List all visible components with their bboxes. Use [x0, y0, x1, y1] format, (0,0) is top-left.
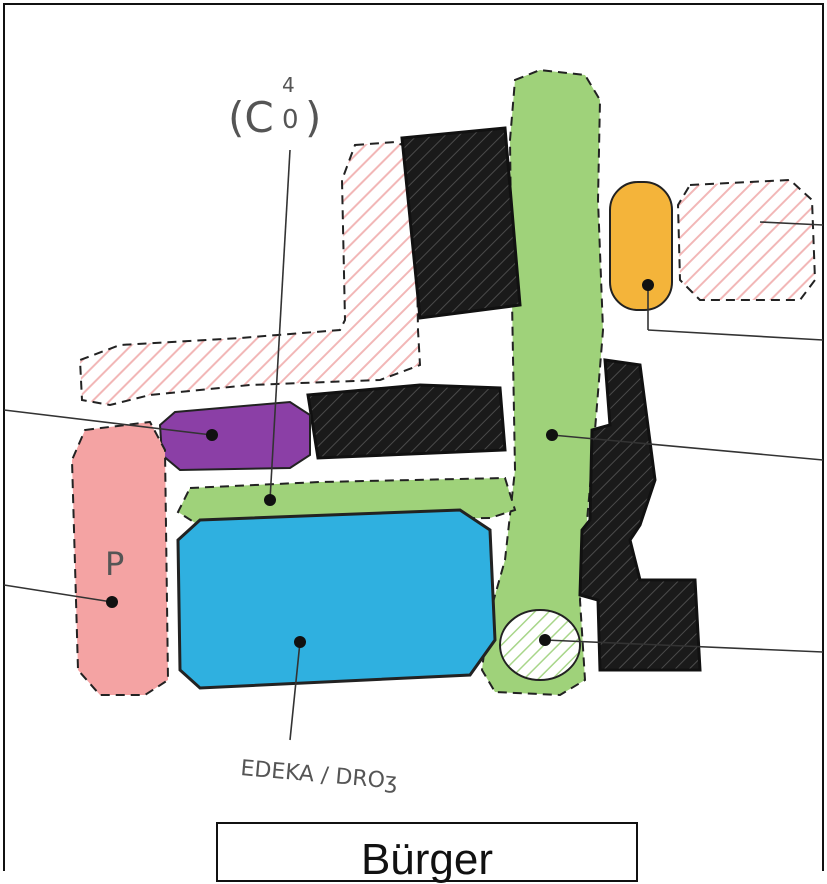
parking-area: [70, 420, 170, 696]
dot-parking: [106, 596, 118, 608]
building-middle: [306, 383, 507, 460]
green-roundabout: [499, 609, 581, 681]
dot-purple: [206, 429, 218, 441]
marker-dots: [106, 279, 654, 648]
label-parking: P: [105, 545, 124, 583]
purple-area: [158, 400, 311, 472]
dot-orange: [642, 279, 654, 291]
building-north: [400, 126, 522, 320]
supermarket-area: [176, 508, 497, 690]
dot-green-vertical: [546, 429, 558, 441]
page-frame: [3, 3, 824, 871]
dot-supermarket: [294, 636, 306, 648]
hatched-area-east: [676, 178, 817, 301]
hatched-area-west: [78, 140, 422, 407]
label-co-sup: 4: [282, 73, 295, 97]
label-co-sub: 0: [282, 105, 299, 135]
dot-roundabout: [539, 634, 551, 646]
orange-area: [609, 181, 673, 311]
caption-box: Bürger: [216, 822, 638, 882]
label-co-close: ): [305, 93, 321, 142]
label-co-open: (C: [228, 93, 274, 142]
caption-title: Bürger: [360, 835, 494, 884]
building-east-stepped: [578, 358, 702, 672]
label-edeka: EDEKA / DROʒ: [239, 756, 398, 795]
dot-green-horizontal: [264, 494, 276, 506]
leader-lines: [3, 149, 824, 741]
